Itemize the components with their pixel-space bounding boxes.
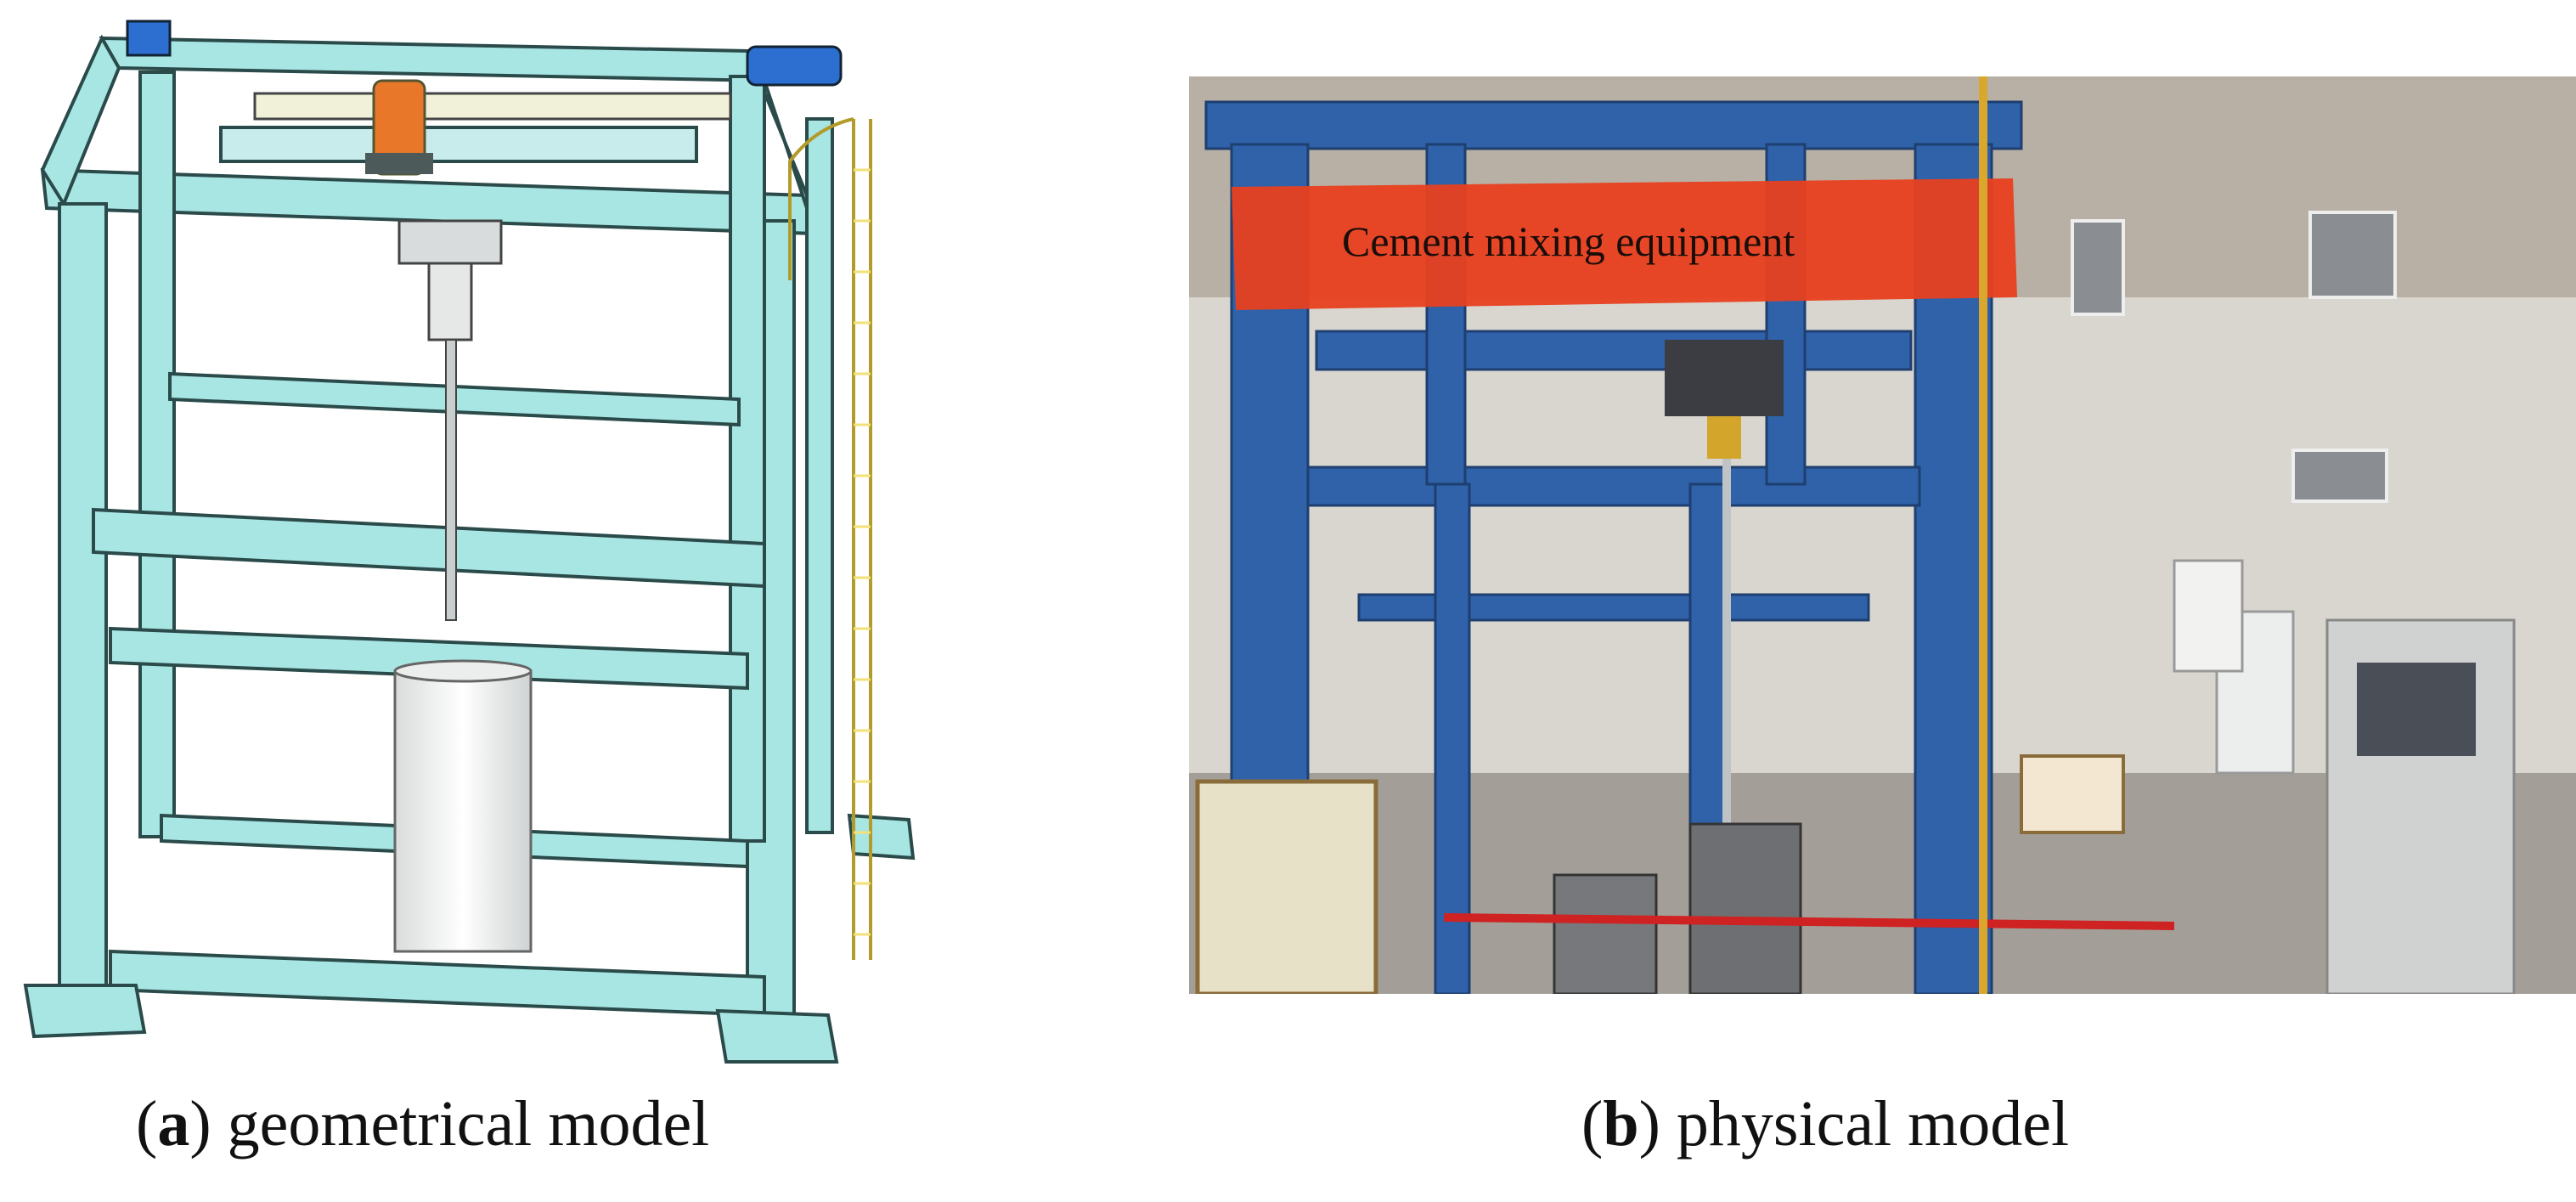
geometrical-model-figure bbox=[0, 0, 934, 1070]
mixing-shaft bbox=[445, 339, 457, 621]
frame-top-beam bbox=[1204, 100, 2023, 150]
caption-a-text: geometrical model bbox=[211, 1088, 710, 1160]
cad-frame-drawing bbox=[23, 20, 916, 1064]
mixing-shaft bbox=[1722, 459, 1731, 849]
info-poster bbox=[1195, 779, 1378, 994]
banner bbox=[1232, 178, 2017, 310]
caption-b: (b) physical model bbox=[1581, 1088, 2070, 1160]
post-back-left bbox=[138, 71, 176, 838]
banner-label: Cement mixing equipment bbox=[1342, 217, 1795, 265]
lab-photo bbox=[1189, 76, 2576, 994]
cement-cylinder bbox=[393, 669, 533, 953]
post-front-left bbox=[58, 202, 108, 1013]
bucket bbox=[1688, 822, 1802, 994]
ladder-icon bbox=[788, 117, 872, 960]
caption-a: (a) geometrical model bbox=[136, 1088, 710, 1160]
caption-b-text: physical model bbox=[1660, 1088, 2070, 1160]
physical-model-photo: Cement mixing equipment bbox=[1189, 76, 2576, 994]
post-back-right bbox=[729, 75, 766, 843]
top-rail-back bbox=[99, 36, 768, 83]
caption-a-letter: a bbox=[157, 1088, 190, 1160]
caption-b-letter: b bbox=[1603, 1088, 1639, 1160]
